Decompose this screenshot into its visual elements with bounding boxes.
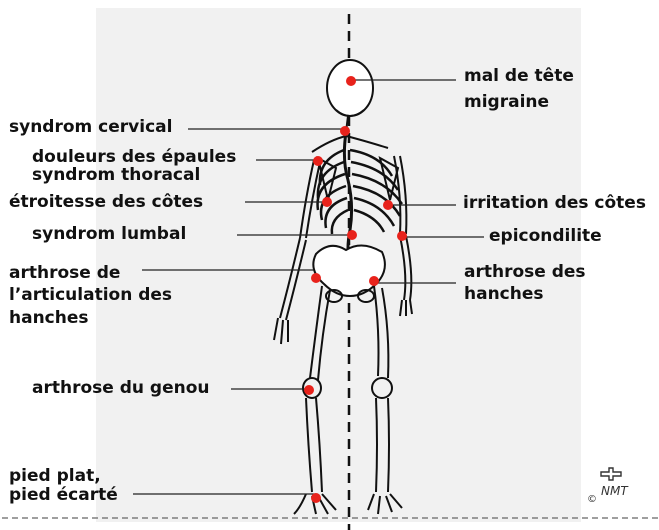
label-hip-arthrosis-line2: hanches <box>464 285 544 304</box>
marker-lumbar <box>347 230 357 240</box>
label-hip-joint-line2: l’articulation des <box>9 286 172 305</box>
label-rib-narrowing: étroitesse des côtes <box>9 193 203 212</box>
marker-cervical <box>340 126 350 136</box>
label-rib-irritation: irritation des côtes <box>463 194 646 213</box>
label-thoracic: syndrom thoracal <box>32 166 200 185</box>
marker-ribs-right <box>383 200 393 210</box>
marker-elbow <box>397 231 407 241</box>
skull <box>327 60 373 116</box>
label-flatfoot-line2: pied écarté <box>9 486 118 505</box>
marker-hip-left <box>311 273 321 283</box>
label-lumbar: syndrom lumbal <box>32 225 186 244</box>
left-leg <box>294 286 336 514</box>
right-leg <box>368 286 402 514</box>
logo-text: NMT <box>601 484 628 498</box>
marker-ribs-left <box>322 197 332 207</box>
label-cervical: syndrom cervical <box>9 118 172 137</box>
label-knee: arthrose du genou <box>32 379 210 398</box>
marker-knee <box>304 385 314 395</box>
copyright-symbol: © <box>587 494 597 505</box>
left-arm <box>274 160 320 344</box>
label-hip-joint-line3: hanches <box>9 309 89 328</box>
marker-head <box>346 76 356 86</box>
label-headache: mal de tête <box>464 67 574 86</box>
label-epicondylitis: epicondilite <box>489 227 602 246</box>
marker-shoulder <box>313 156 323 166</box>
label-flatfoot-line1: pied plat, <box>9 467 101 486</box>
label-hip-arthrosis-line1: arthrose des <box>464 263 586 282</box>
label-migraine: migraine <box>464 93 549 112</box>
marker-foot <box>311 493 321 503</box>
marker-hip-right <box>369 276 379 286</box>
label-hip-joint-line1: arthrose de <box>9 264 120 283</box>
